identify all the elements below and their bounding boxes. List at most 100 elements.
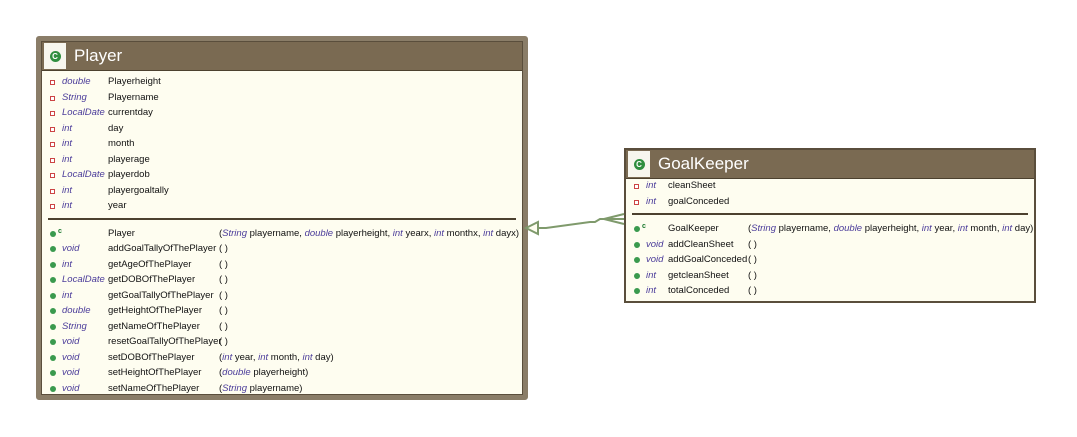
method-params: ( ) xyxy=(219,274,228,285)
class-icon: C xyxy=(633,158,645,170)
method-params: (String playername, double playerheight,… xyxy=(219,227,520,239)
param-name: month xyxy=(270,351,298,363)
method-return-type: void xyxy=(62,351,80,363)
field-type: int xyxy=(62,200,73,211)
method-return-type: double xyxy=(62,305,91,316)
inheritance-arrowhead xyxy=(523,220,539,236)
public-method-icon xyxy=(634,288,640,294)
method-return-type: void xyxy=(62,336,80,347)
method-name: getGoalTallyOfThePlayer xyxy=(108,289,214,301)
param-name: yearx xyxy=(405,227,429,239)
method-return-type: void xyxy=(646,238,664,250)
field-row[interactable]: int cleanSheet xyxy=(626,178,1034,193)
method-params: ( ) xyxy=(219,336,228,347)
private-field-icon xyxy=(50,188,55,194)
field-name: year xyxy=(108,200,127,211)
public-method-icon xyxy=(50,385,56,392)
field-name: cleanSheet xyxy=(668,180,716,191)
param-type: String xyxy=(751,223,776,234)
constructor-marker: c xyxy=(642,223,646,230)
field-name: month xyxy=(108,138,135,149)
method-params: ( ) xyxy=(219,305,228,316)
field-name: playerage xyxy=(108,153,150,165)
public-method-icon xyxy=(634,272,640,279)
public-method-icon xyxy=(50,246,56,252)
param-name: day xyxy=(315,351,331,363)
field-row[interactable]: int day xyxy=(42,121,522,136)
field-row[interactable]: int year xyxy=(42,198,522,213)
public-method-icon xyxy=(50,292,56,299)
field-type: LocalDate xyxy=(62,169,105,180)
field-type: int xyxy=(62,122,73,134)
method-name: resetGoalTallyOfThePlayer xyxy=(108,336,222,347)
field-name: goalConceded xyxy=(668,195,730,207)
method-name: getHeightOfThePlayer xyxy=(108,305,202,316)
method-name: addGoalConceded xyxy=(668,254,748,265)
method-name: totalConceded xyxy=(668,285,730,296)
method-name: addCleanSheet xyxy=(668,238,734,250)
public-method-icon xyxy=(50,354,56,361)
param-name: playerheight xyxy=(253,367,306,378)
method-params: ( ) xyxy=(748,285,757,296)
class-goalkeeper[interactable]: C GoalKeeper int cleanSheet int goalConcede… xyxy=(624,148,1036,303)
method-row[interactable]: void addCleanSheet ( ) xyxy=(626,237,1034,252)
field-type: int xyxy=(646,180,657,191)
method-params: (double playerheight) xyxy=(219,367,309,378)
method-name: getNameOfThePlayer xyxy=(108,320,200,332)
method-params: ( ) xyxy=(219,320,228,332)
method-row[interactable]: void resetGoalTallyOfThePlayer( ) xyxy=(42,334,522,349)
method-params: ( ) xyxy=(748,238,757,250)
method-return-type: void xyxy=(62,382,80,394)
class-header-goalkeeper: C GoalKeeper xyxy=(626,150,1034,179)
field-row[interactable]: int goalConceded xyxy=(626,194,1034,209)
method-params: ( ) xyxy=(219,258,228,270)
param-type: int xyxy=(957,223,968,234)
public-method-icon xyxy=(50,277,56,283)
method-name: setHeightOfThePlayer xyxy=(108,367,202,378)
field-type: String xyxy=(62,91,87,103)
private-field-icon xyxy=(50,173,55,178)
field-type: int xyxy=(646,195,657,207)
member-separator xyxy=(48,217,516,220)
param-type: int xyxy=(302,351,313,363)
method-return-type: int xyxy=(62,289,73,301)
member-separator xyxy=(632,213,1028,215)
param-name: year xyxy=(934,223,953,234)
method-params: (String playername) xyxy=(219,382,303,394)
method-name: addGoalTallyOfThePlayer xyxy=(108,243,217,254)
public-method-icon xyxy=(50,261,56,268)
method-name: Player xyxy=(108,227,135,239)
param-name: day xyxy=(1014,223,1031,234)
field-name: day xyxy=(108,122,124,134)
param-type: int xyxy=(1002,223,1013,234)
method-row[interactable]: double getHeightOfThePlayer ( ) xyxy=(42,303,522,318)
param-name: playername xyxy=(778,223,829,234)
private-field-icon xyxy=(50,111,55,116)
param-name: monthx xyxy=(446,227,478,239)
method-name: setDOBOfThePlayer xyxy=(108,351,195,363)
class-title: GoalKeeper xyxy=(658,154,749,173)
param-type: int xyxy=(392,227,403,239)
